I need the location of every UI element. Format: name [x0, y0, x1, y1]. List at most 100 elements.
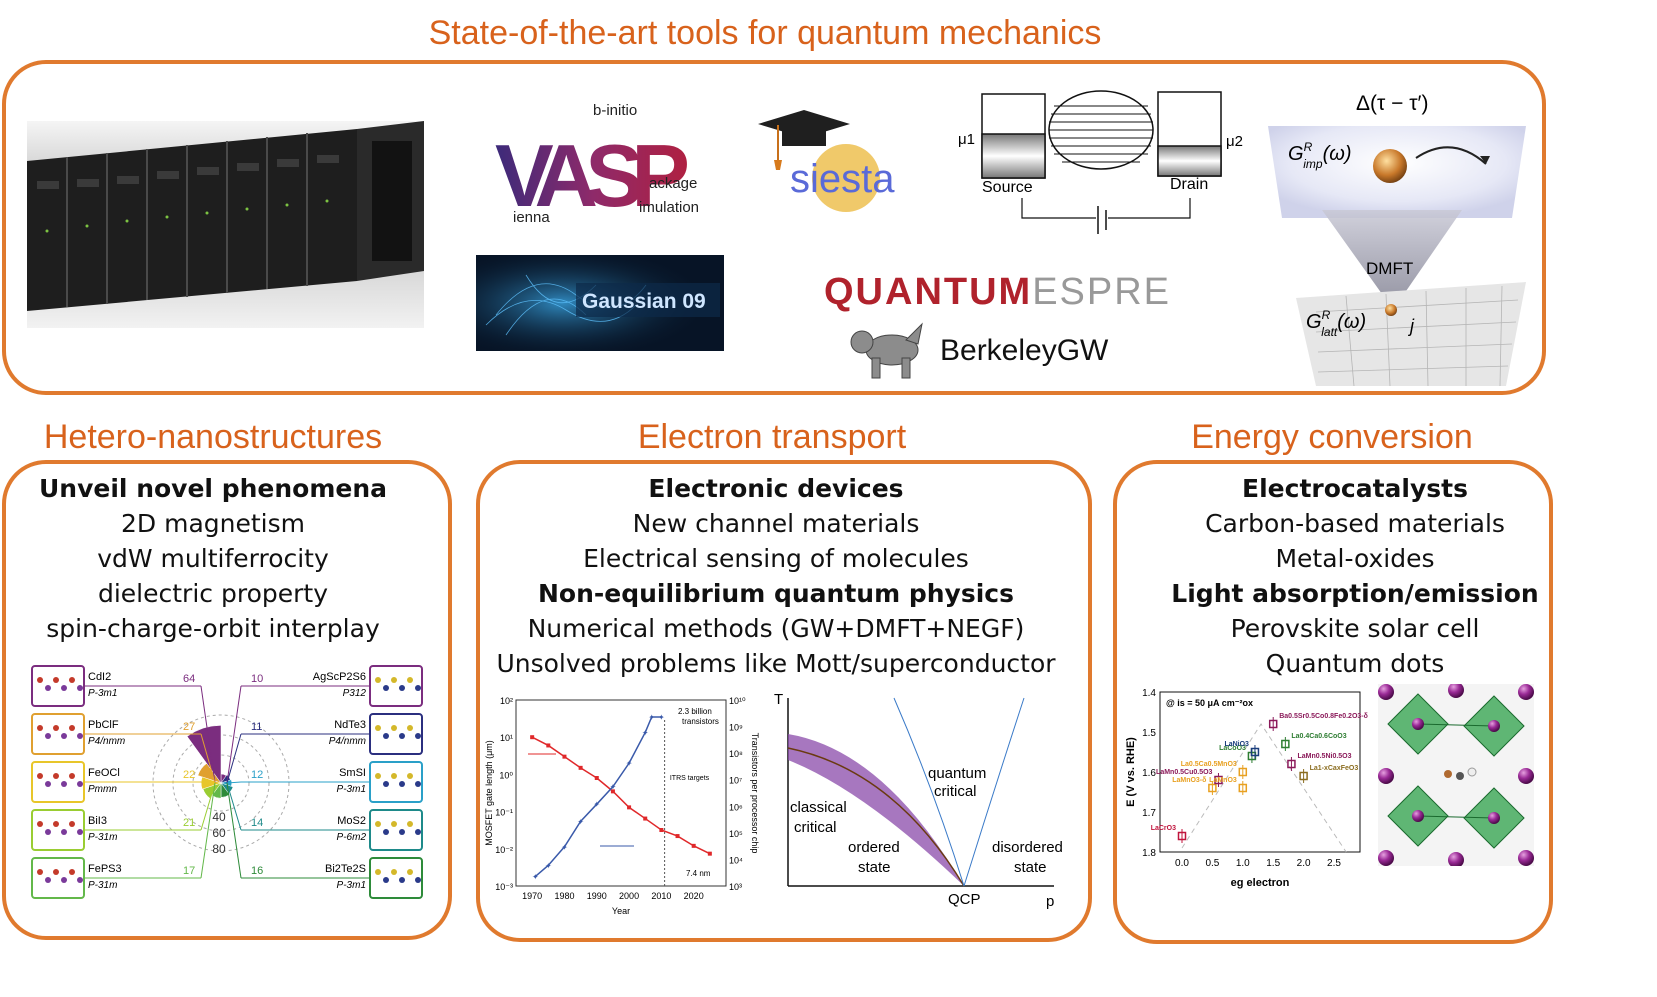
atom-dot — [391, 821, 397, 827]
volcano-xtick: 0.0 — [1175, 858, 1189, 869]
atom-dot — [407, 869, 413, 875]
moore-xtick: 2000 — [619, 891, 639, 901]
gate-length-point — [546, 743, 551, 748]
moore-ylabel-right: Transistors per processor chip — [750, 733, 760, 854]
transistor-point: ✦ — [648, 713, 655, 722]
gate-length-point — [627, 805, 632, 810]
transport-frame — [476, 460, 1092, 942]
atom-dot — [45, 733, 51, 739]
volcano-xtick: 1.0 — [1236, 858, 1250, 869]
volcano-xtick: 2.0 — [1297, 858, 1311, 869]
leader-line — [226, 782, 242, 831]
atom-dot — [45, 829, 51, 835]
material-name: FePS3 — [88, 863, 122, 875]
svg-text:ienna: ienna — [513, 209, 550, 226]
volcano-ytick: 1.4 — [1142, 688, 1156, 699]
gate-length-point — [610, 789, 615, 794]
atom-dot — [383, 685, 389, 691]
atom-dot — [383, 829, 389, 835]
siesta-logo: siesta — [758, 108, 918, 212]
radar-tick: 40 — [212, 810, 226, 824]
atom-dot — [391, 773, 397, 779]
material-value: 11 — [251, 721, 262, 733]
gate-length-point — [578, 765, 583, 770]
volcano-point-label: LaMnO3-δ — [1172, 777, 1206, 784]
moore-ytick-right: 10⁴ — [729, 855, 743, 865]
volcano-xlabel: eg electron — [1231, 877, 1290, 889]
atom-dot — [407, 821, 413, 827]
material-group: P4/nmm — [88, 736, 125, 747]
moore-ytick-right: 10⁹ — [729, 723, 743, 733]
volcano-ytick: 1.7 — [1142, 808, 1156, 819]
moore-xtick: 2020 — [684, 891, 704, 901]
atom-dot — [45, 685, 51, 691]
svg-text:Δ(τ − τ′): Δ(τ − τ′) — [1356, 92, 1428, 115]
transistor-point: ✦ — [658, 713, 665, 722]
section-line: Electrical sensing of molecules — [583, 544, 969, 573]
atom-dot — [399, 781, 405, 787]
volcano-guide — [1181, 723, 1347, 853]
atom-dot — [415, 781, 421, 787]
atom-dot — [415, 877, 421, 883]
gate-length-point — [659, 828, 664, 833]
vasp-big-letters: VASP — [495, 126, 690, 225]
moore-ytick-right: 10⁸ — [729, 749, 743, 759]
atom-dot — [69, 677, 75, 683]
leader-line — [200, 782, 216, 879]
material-name: Bi2Te2S — [325, 863, 366, 875]
volcano-point — [1238, 783, 1248, 793]
volcano-point-label: LaCrO3 — [1151, 825, 1176, 832]
material-value: 64 — [183, 673, 195, 685]
material-name: BiI3 — [88, 815, 107, 827]
volcano-point — [1281, 739, 1290, 749]
svg-text:QUANTUMESPRESSO: QUANTUMESPRESSO — [824, 271, 1172, 312]
annot-b: transistors — [682, 717, 719, 726]
phase-p: p — [1046, 893, 1054, 910]
moore-xtick: 2010 — [651, 891, 671, 901]
atom-dot — [61, 685, 67, 691]
material-value: 16 — [251, 865, 263, 877]
classical-b: critical — [794, 819, 837, 836]
quantum-critical-right — [963, 697, 1025, 887]
material-box-left — [31, 713, 85, 755]
moore-ytick-right: 10⁶ — [729, 802, 743, 812]
volcano-point — [1208, 783, 1217, 793]
gate-length-point — [562, 754, 567, 759]
volcano-xtick: 0.5 — [1205, 858, 1219, 869]
quantum-critical-left — [893, 697, 965, 887]
volcano-xtick: 2.5 — [1327, 858, 1341, 869]
material-box-right — [369, 857, 423, 899]
tools-frame — [2, 60, 1546, 395]
material-box-left — [31, 761, 85, 803]
volcano-ytick: 1.6 — [1142, 768, 1156, 779]
moore-xtick: 1970 — [522, 891, 542, 901]
atom-dot — [69, 725, 75, 731]
material-name: CdI2 — [88, 671, 111, 683]
atom-dot — [61, 733, 67, 739]
quantum-b: critical — [934, 783, 977, 800]
atom-dot — [375, 677, 381, 683]
transistor-point: ✦ — [626, 759, 633, 768]
moore-ytick-left: 10⁻³ — [495, 882, 513, 892]
atom-dot — [77, 733, 83, 739]
leader-line — [200, 685, 216, 784]
material-value: 21 — [183, 817, 195, 829]
material-box-left — [31, 857, 85, 899]
gate-length-point — [691, 843, 696, 848]
atom-dot — [77, 877, 83, 883]
nm-annot: 7.4 nm — [686, 869, 711, 878]
volcano-point — [1299, 771, 1308, 781]
transistor-point: ✦ — [642, 728, 649, 737]
classical-a: classical — [790, 799, 847, 816]
volcano-xtick: 1.5 — [1266, 858, 1280, 869]
atom-dot — [391, 677, 397, 683]
atom-dot — [383, 877, 389, 883]
top-title: State-of-the-art tools for quantum mecha… — [428, 14, 1102, 52]
material-box-left — [31, 809, 85, 851]
section-line: New channel materials — [632, 509, 920, 538]
